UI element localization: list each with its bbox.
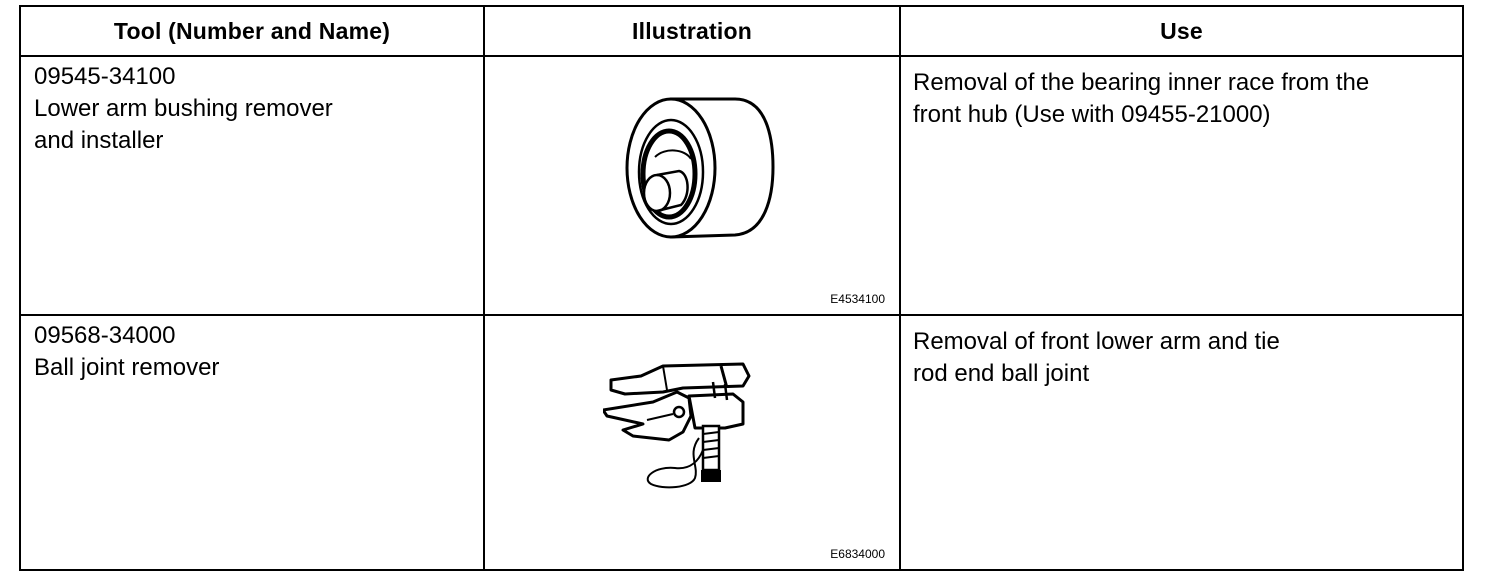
illustration-cell: E6834000 (483, 314, 901, 571)
figure-code: E4534100 (830, 292, 885, 306)
tool-name-line: Ball joint remover (34, 354, 220, 381)
use-line: rod end ball joint (913, 360, 1090, 387)
illustration-cell: E4534100 (483, 55, 901, 316)
tool-name-line: Lower arm bushing remover (34, 95, 333, 122)
header-use: Use (899, 5, 1464, 57)
table-row: 09568-34000 Ball joint remover (19, 314, 1464, 571)
use-line: Removal of front lower arm and tie (913, 328, 1280, 355)
tool-cell: 09545-34100 Lower arm bushing remover an… (19, 55, 485, 316)
use-cell: Removal of the bearing inner race from t… (899, 55, 1464, 316)
tool-number: 09545-34100 (34, 63, 176, 90)
tool-name-line: and installer (34, 127, 164, 154)
tool-cell: 09568-34000 Ball joint remover (19, 314, 485, 571)
special-tools-table: Tool (Number and Name) Illustration Use … (19, 5, 1464, 571)
bushing-remover-cylinder-icon (625, 97, 775, 239)
ball-joint-remover-icon (603, 362, 751, 489)
header-illustration: Illustration (483, 5, 901, 57)
header-row: Tool (Number and Name) Illustration Use (19, 5, 1464, 57)
use-line: Removal of the bearing inner race from t… (913, 69, 1370, 96)
table-row: 09545-34100 Lower arm bushing remover an… (19, 55, 1464, 316)
figure-code: E6834000 (830, 547, 885, 561)
header-tool: Tool (Number and Name) (19, 5, 485, 57)
use-line: front hub (Use with 09455-21000) (913, 101, 1271, 128)
tool-number: 09568-34000 (34, 322, 176, 349)
use-cell: Removal of front lower arm and tie rod e… (899, 314, 1464, 571)
